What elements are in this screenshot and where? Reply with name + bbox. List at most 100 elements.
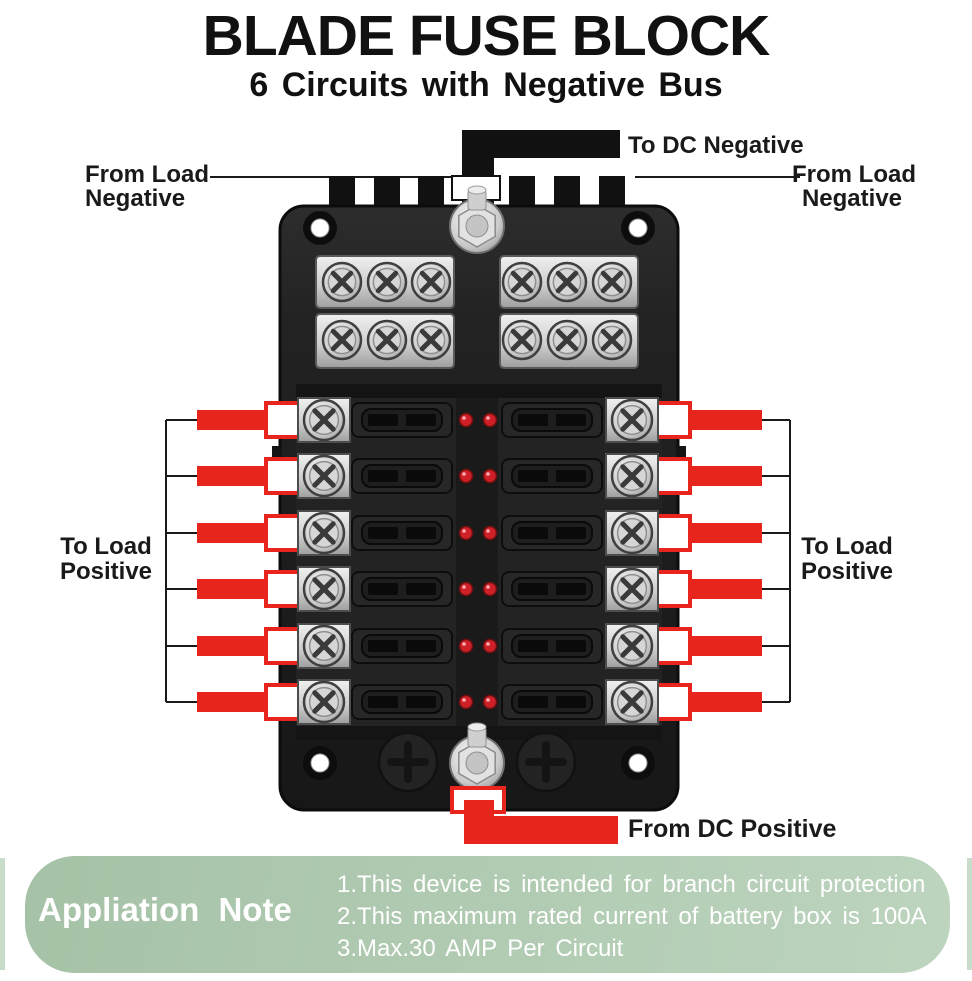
plus-embosses [377,731,577,793]
label-line: Negative [801,185,903,212]
green-edge-strip [0,858,5,970]
dc-positive-stud [449,722,505,791]
bus-terminal-screw [591,261,633,303]
fuse-socket [351,402,453,438]
label-line: To Load [60,533,152,560]
load-wire [686,466,762,486]
label-line: Positive [800,558,894,585]
application-note-panel [25,856,950,973]
fuse-row [197,510,762,556]
fuse-socket [501,515,603,551]
fuse-socket [501,458,603,494]
bus-terminal-screw [546,261,588,303]
note-heading: Appliation Note [38,891,292,928]
led-indicator [482,694,498,710]
led-indicator [458,694,474,710]
circuit-terminal-screw [610,398,654,442]
load-wire [686,636,762,656]
led-indicator [482,638,498,654]
fuse-socket [351,684,453,720]
fuse-socket [351,628,453,664]
mounting-hole [621,211,655,245]
note-item: 3.Max.30 AMP Per Circuit [337,935,624,962]
circuit-terminal-screw [610,511,654,555]
load-wire [686,579,762,599]
green-edge-strip [967,858,972,970]
dc-positive-wire [450,786,618,844]
fuse-socket [501,684,603,720]
fuse-socket [501,571,603,607]
label-line: Positive [59,558,153,585]
load-wire [686,410,762,430]
load-wire [197,692,273,712]
page-title: BLADE FUSE BLOCK [202,4,771,68]
circuit-terminal-screw [610,624,654,668]
load-wire [686,692,762,712]
circuit-terminal-screw [302,398,346,442]
note-item: 2.This maximum rated current of battery … [337,903,927,930]
circuit-terminal-screw [610,454,654,498]
bus-terminal-screw [410,319,452,361]
bus-terminal-screw [410,261,452,303]
label-to-load-positive-left: To Load Positive [41,534,171,584]
fuse-row [197,623,762,669]
bus-terminal-screw [501,261,543,303]
bus-terminal-screw [546,319,588,361]
led-indicator [458,468,474,484]
annotation-lines [165,176,800,703]
negative-bus [315,255,639,369]
led-indicator [458,581,474,597]
circuit-terminal-screw [302,511,346,555]
bus-terminal-screw [366,319,408,361]
fuse-row [197,453,762,499]
bus-terminal-screw [321,319,363,361]
mounting-holes [303,211,655,780]
led-indicator [482,412,498,428]
dc-negative-stud [449,185,505,254]
led-indicator [482,581,498,597]
load-wire [686,523,762,543]
bus-terminal-screw [366,261,408,303]
fuse-rows [197,397,762,725]
load-wire [197,579,273,599]
circuit-terminal-screw [302,567,346,611]
label-from-load-negative-right: From Load Negative [792,161,916,212]
note-item: 1.This device is intended for branch cir… [337,871,926,898]
led-indicator [458,638,474,654]
mounting-hole [621,746,655,780]
note-items: 1.This device is intended for branch cir… [337,869,927,965]
led-indicator [482,468,498,484]
mounting-hole [303,746,337,780]
power-studs [449,185,505,791]
led-indicator [482,525,498,541]
load-wire [197,410,273,430]
fuse-row [197,566,762,612]
fuse-row [197,679,762,725]
fuse-socket [501,402,603,438]
circuit-terminal-screw [610,680,654,724]
plus-emboss [515,731,577,793]
led-indicator [458,525,474,541]
fuse-socket [351,458,453,494]
load-wire [197,523,273,543]
label-line: Negative [85,185,186,212]
label-to-load-positive-right: To Load Positive [782,534,912,584]
led-column [456,398,498,726]
mounting-hole [303,211,337,245]
fuse-socket [351,571,453,607]
load-wire [197,466,273,486]
plus-emboss [377,731,439,793]
bus-terminal-screw [591,319,633,361]
page-subtitle: 6 Circuits with Negative Bus [249,66,723,104]
fuse-socket [351,515,453,551]
circuit-terminal-screw [302,624,346,668]
bus-terminal-screw [501,319,543,361]
fuse-socket [501,628,603,664]
label-to-dc-negative: To DC Negative [628,132,804,159]
load-wire [197,636,273,656]
fuse-row [197,397,762,443]
label-line: From Load [792,161,916,188]
bus-terminal-screw [321,261,363,303]
